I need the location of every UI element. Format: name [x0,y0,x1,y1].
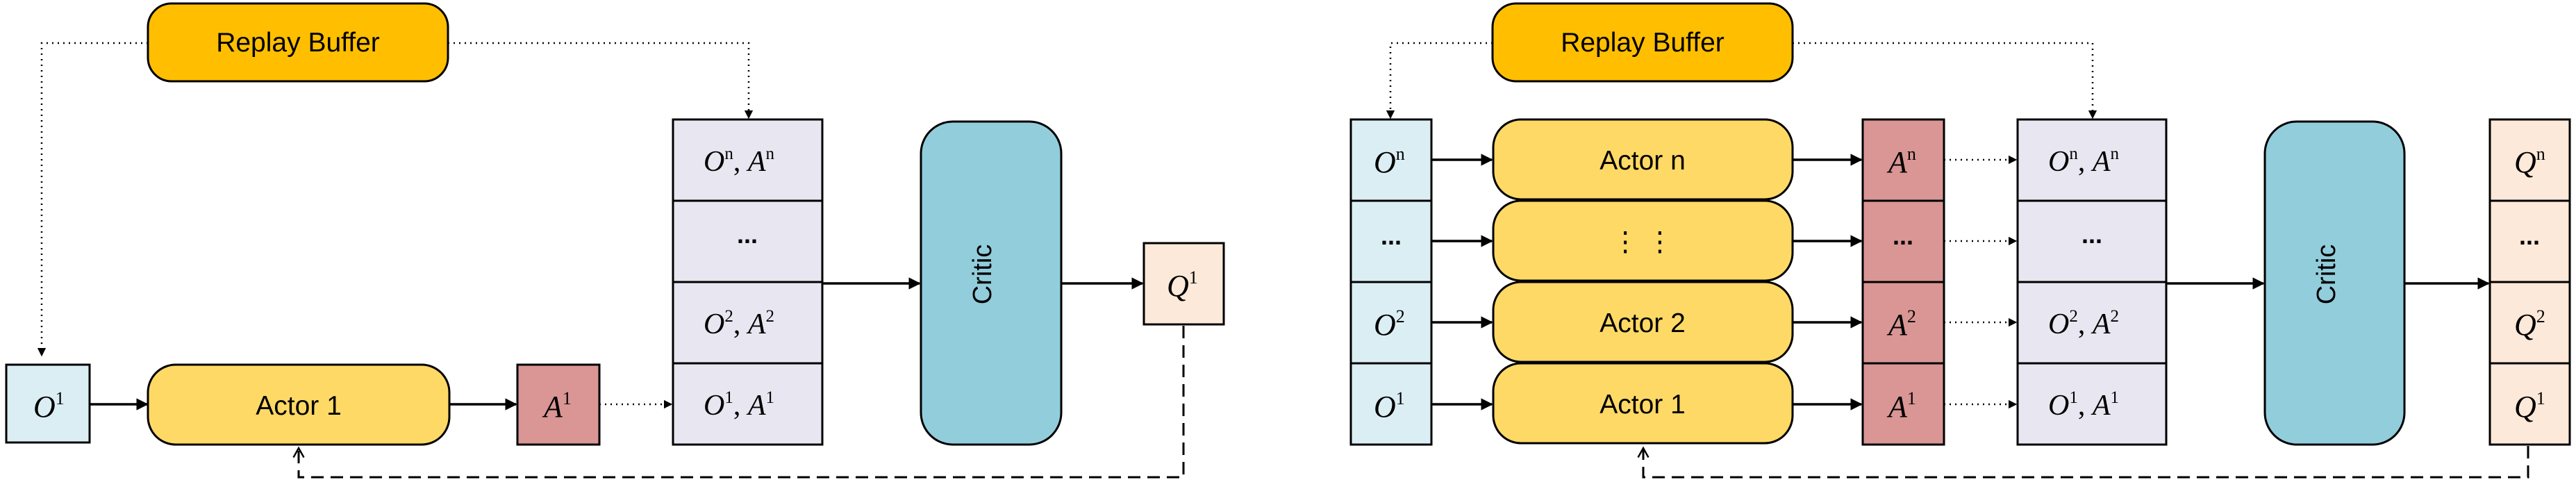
right-q-label-2: Q2 [2514,306,2545,342]
svg-text:O1: O1 [33,388,65,424]
right-q-cell-1 [2488,362,2571,446]
left-replay-buffer-label: Replay Buffer [216,28,380,58]
left-action-symbol: A [542,390,563,424]
svg-text:A1: A1 [542,388,572,424]
right-actor-label-2: Actor 2 [1599,308,1686,338]
right-q-cell-dots [2488,199,2571,283]
svg-text:Q1: Q1 [1167,267,1198,303]
right-obs-action-stack: On, An ... O2, A2 O1, A1 [2016,118,2168,446]
right-q-cell-n [2488,118,2571,202]
right-observation-label-dots: ... [1381,222,1402,250]
right-stack-cell-n [2016,118,2168,202]
right-stack-label-2: O2, A2 [2048,307,2119,340]
right-actor-label-1: Actor 1 [1599,390,1686,420]
right-observation-label-n: On [1374,144,1405,179]
left-action-index: 1 [563,388,572,408]
left-stack-label-dots: ... [737,220,758,249]
right-action-label-2: A2 [1886,306,1916,342]
right-action-column: An ... A2 A1 [1861,118,1945,446]
right-buffer-to-observations-arrow [1386,42,1493,119]
right-critic-label: Critic [2312,245,2341,305]
left-action-box: A1 [516,363,601,446]
left-diagram: Replay Buffer O1 Actor 1 A1 On, An ... O… [5,2,1225,479]
right-action-cell-2 [1861,281,1945,365]
right-actor-2 [1492,281,1794,363]
left-observation-box: O1 [5,363,91,444]
right-observation-cell-n [1349,118,1433,202]
left-critic-label: Critic [968,245,997,305]
right-stack-cell-1 [2016,362,2168,446]
right-replay-buffer-label: Replay Buffer [1561,28,1725,58]
right-connectors [1386,42,2529,479]
right-actor-label-n: Actor n [1599,146,1686,176]
right-action-label-1: A1 [1886,388,1916,424]
right-actor-column: Actor n ⋮ ⋮ Actor 2 Actor 1 [1492,118,1794,445]
left-q-symbol: Q [1167,269,1189,303]
right-stack-cell-dots [2016,199,2168,283]
left-stack-cell-2 [672,281,824,365]
right-actor-label-dots: ⋮ ⋮ [1612,227,1674,257]
right-critic: Critic [2263,120,2406,446]
right-q-column: Qn ... Q2 Q1 [2488,118,2571,446]
right-stack-label-1: O1, A1 [2048,388,2119,422]
left-observation-symbol: O [33,390,56,424]
right-q-label-dots: ... [2519,222,2540,250]
left-stack-label-n: On, An [704,144,775,178]
right-action-label-n: An [1886,144,1916,179]
left-actor: Actor 1 [147,363,451,446]
left-buffer-to-observation-arrow [37,42,148,357]
left-replay-buffer: Replay Buffer [147,2,449,83]
right-action-label-dots: ... [1893,222,1913,250]
left-q-feedback-arrow [292,326,1185,479]
right-observation-label-2: O2 [1374,306,1405,342]
left-stack-label-1: O1, A1 [704,388,774,422]
right-actor-dots [1492,199,1794,282]
left-stack-cell-n [672,118,824,202]
right-observation-column: On ... O2 O1 [1349,118,1433,446]
left-actor-label: Actor 1 [256,391,342,421]
right-actor-1 [1492,362,1794,445]
left-q-index: 1 [1189,267,1198,288]
left-critic: Critic [920,120,1063,446]
left-observation-index: 1 [56,388,65,408]
right-q-cell-2 [2488,281,2571,365]
right-q-feedback-arrow [1637,446,2529,479]
right-action-cell-1 [1861,362,1945,446]
right-q-label-n: Qn [2514,144,2545,179]
right-observation-cell-2 [1349,281,1433,365]
left-connectors [37,42,1185,479]
right-actor-n [1492,118,1794,201]
right-q-label-1: Q1 [2514,388,2545,424]
left-q-box: Q1 [1142,242,1225,326]
right-observation-label-1: O1 [1374,388,1405,424]
right-observation-cell-1 [1349,362,1433,446]
right-buffer-to-stack-arrow [1793,42,2097,119]
left-buffer-to-stack-arrow [448,42,754,119]
right-diagram: Replay Buffer On ... O2 O1 Actor n ⋮ ⋮ A… [1349,2,2571,479]
right-stack-label-dots: ... [2081,220,2102,249]
right-action-cell-dots [1861,199,1945,283]
left-stack-cell-1 [672,362,824,446]
left-obs-action-stack: On, An ... O2, A2 O1, A1 [672,118,824,446]
right-replay-buffer: Replay Buffer [1491,2,1794,83]
left-stack-label-2: O2, A2 [704,307,774,340]
right-stack-label-n: On, An [2048,144,2120,178]
